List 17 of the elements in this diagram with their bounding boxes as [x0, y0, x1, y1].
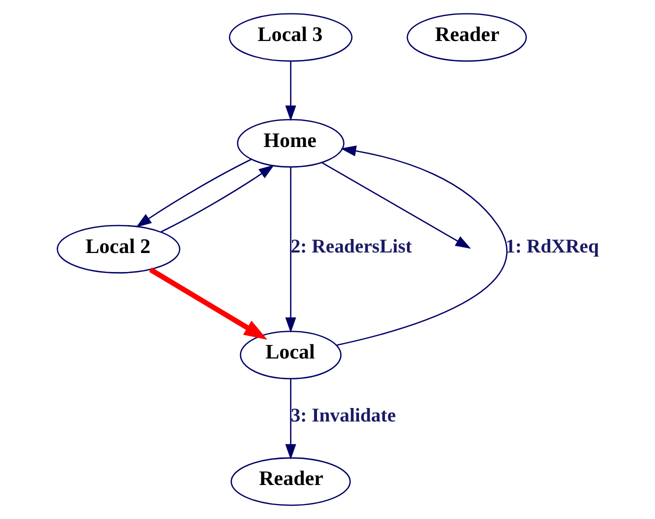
node-ellipse: Local 3: [228, 13, 352, 62]
arrow: [284, 379, 296, 460]
arrow: [284, 167, 296, 333]
edge-label: 2: ReadersList: [290, 236, 412, 258]
node-ellipse: Local: [239, 330, 342, 380]
node-ellipse: Reader: [406, 13, 526, 62]
arrow: [321, 162, 470, 249]
arrow: [148, 267, 267, 340]
node-ellipse: Local 2: [56, 224, 180, 274]
edge-label: 1: RdXReq: [505, 236, 598, 258]
arrow: [336, 146, 507, 346]
edge-label: 3: Invalidate: [290, 406, 396, 427]
arrow: [160, 164, 274, 232]
node-ellipse: Reader: [230, 457, 350, 506]
arrow: [135, 158, 252, 228]
node-ellipse: Home: [236, 118, 344, 168]
arrow: [284, 62, 296, 122]
